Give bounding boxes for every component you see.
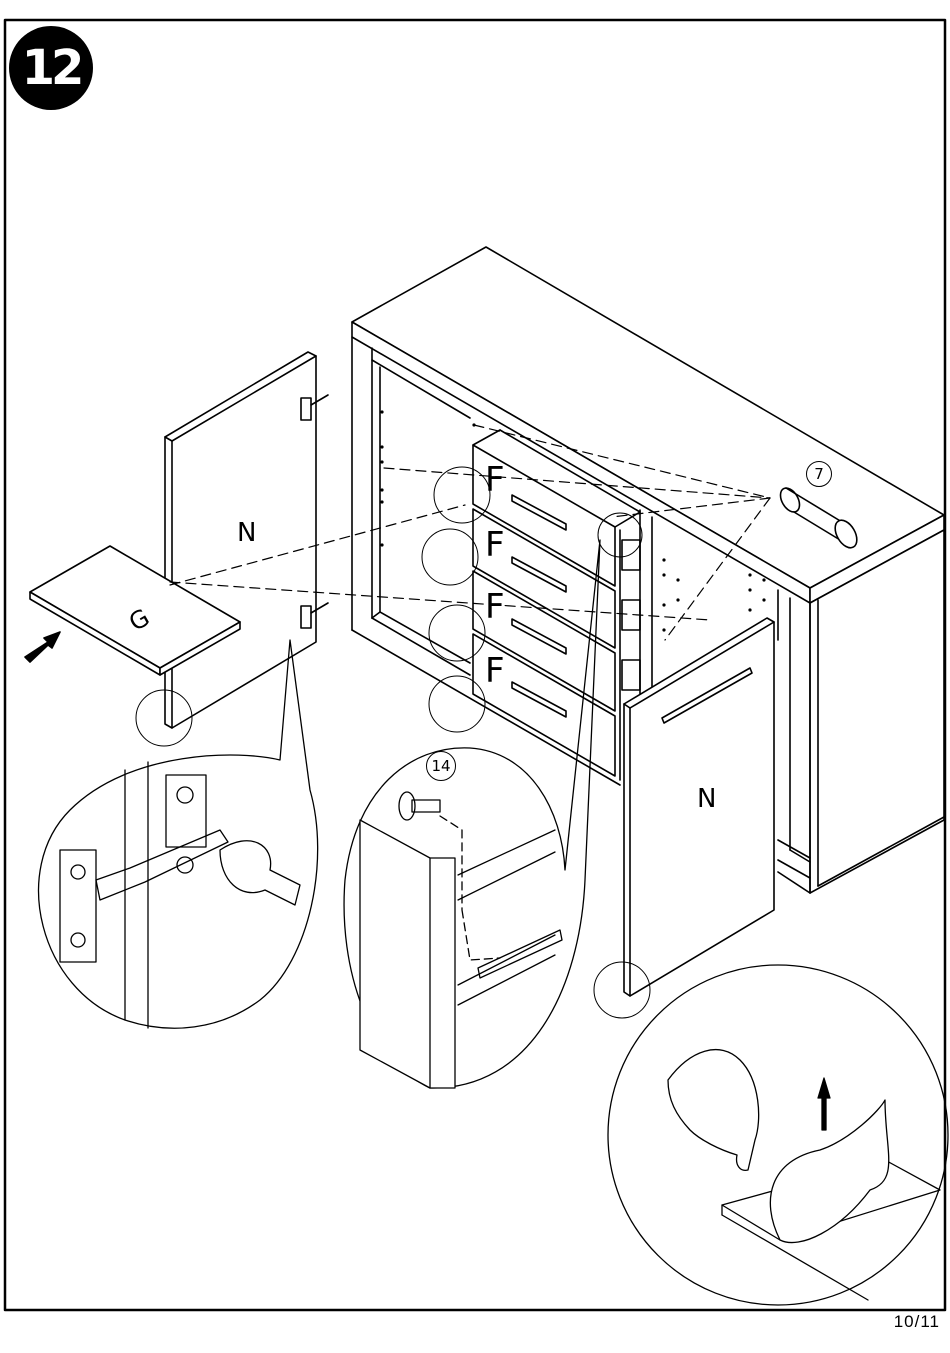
knob-part-number: 7 [806, 461, 832, 487]
drawer-label-3: F [485, 587, 505, 627]
door-left-label: N [237, 518, 256, 548]
insert-arrow [25, 632, 60, 662]
step-number-badge: 12 [9, 26, 93, 110]
screw-part-number: 14 [426, 751, 456, 781]
drawer-label-1: F [485, 460, 505, 500]
drawer-label-2: F [485, 525, 505, 565]
screw-part-number-text: 14 [431, 757, 450, 775]
film-detail [608, 965, 948, 1305]
door-right-label: N [697, 784, 716, 814]
drawer-label-4: F [485, 651, 505, 691]
page-number: 10/11 [894, 1312, 940, 1332]
knob-part-number-text: 7 [814, 465, 824, 483]
